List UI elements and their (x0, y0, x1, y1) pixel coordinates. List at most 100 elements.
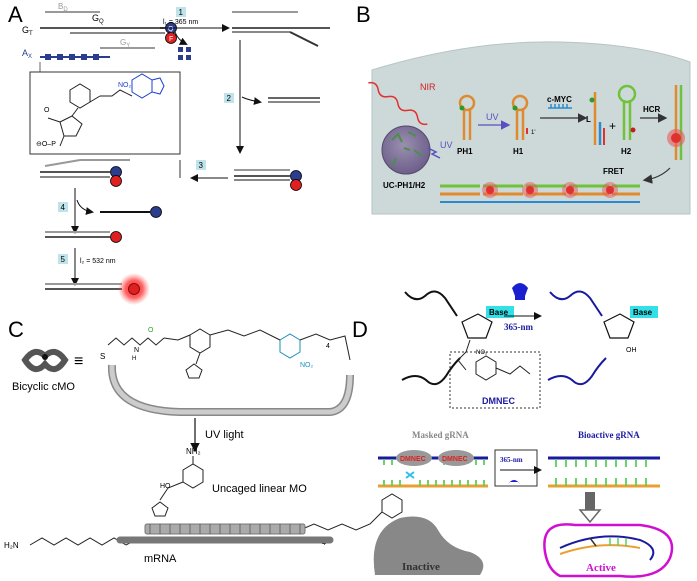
bicyclic-center-dot (42, 354, 48, 360)
panel-c: C Bicyclic cMO ≡ S N H O NO₂ 4 UV light (4, 317, 409, 565)
amine-label: NH₂ (186, 447, 201, 456)
active-cut-mark (589, 537, 597, 547)
masked-rna-strand-bottom (401, 357, 461, 386)
step-5-label: 5 (61, 255, 66, 264)
step-4-label: 4 (61, 203, 66, 212)
uncaged-label: Uncaged linear MO (212, 483, 307, 495)
bioactive-grna-label: Bioactive gRNA (578, 430, 640, 440)
fret-label: FRET (603, 167, 624, 176)
four-label-1: 4 (326, 343, 330, 350)
active-bound-bases (609, 538, 627, 546)
sulfur-label: S (100, 352, 105, 361)
return-arrow (642, 167, 671, 184)
uv-lamp-base (515, 296, 525, 300)
nucleoside-structure (47, 73, 165, 147)
step-3-label: 3 (199, 161, 204, 170)
d-nitro-label: NO₂ (476, 350, 488, 356)
left-duplex-overhang (44, 159, 81, 167)
bioactive-base-tag (630, 306, 658, 318)
masked-base-tag (486, 306, 514, 318)
l-mark-label: L (586, 115, 591, 124)
step-2-box (224, 93, 234, 103)
plus-label: + (609, 119, 616, 133)
morpholino-strand (144, 523, 306, 535)
panel-b: B NIR UV UC-PH1/H2 PH1 UV (356, 2, 691, 215)
caging-groups (45, 54, 99, 60)
fluorophore-icon-3 (110, 175, 122, 187)
linker-structure (107, 328, 351, 379)
h2-hairpin (617, 84, 637, 140)
panel-b-letter: B (356, 2, 371, 27)
active-bound-grna (559, 535, 655, 561)
hydrogen-label: H (132, 356, 136, 362)
fret-pairs (482, 182, 618, 198)
inactive-bases-bottom (383, 480, 485, 486)
masked-grna-label: Masked gRNA (412, 430, 469, 440)
bioactive-base-label: Base (633, 308, 653, 317)
bicyclic-cmo-icon (21, 348, 69, 373)
step-4-release-arrow (76, 199, 94, 215)
label-gt: GT (22, 25, 33, 37)
h2n-label: H₂N (4, 541, 19, 550)
active-label: Active (586, 562, 616, 574)
dmnec-cage-1-icon (396, 450, 432, 466)
active-bound-target (559, 544, 641, 555)
dmnec-tag-1-label: DMNEC (400, 456, 426, 463)
label-bd: BD (58, 2, 68, 13)
bicyclic-label: Bicyclic cMO (12, 381, 75, 393)
ph1-hairpin (458, 94, 476, 140)
step-4-box (58, 202, 68, 212)
panel-a-letter: A (8, 2, 23, 27)
toehold-strand (289, 31, 319, 47)
chemical-structure-box (29, 71, 181, 155)
bioactive-rna-strand-top (549, 290, 603, 317)
hcr-label: HCR (643, 105, 661, 114)
masked-ribose-ring (461, 313, 493, 339)
base-pair-ticks (149, 524, 301, 534)
panel-c-letter: C (8, 317, 24, 342)
cmyc-target-icon (548, 104, 572, 109)
uv-emission-icon (427, 147, 441, 159)
mrna-label: mRNA (144, 553, 177, 565)
oxygen-label: O (44, 107, 50, 114)
step-3-box (196, 160, 206, 170)
uv-light-label: UV light (205, 429, 244, 441)
nir-label: NIR (420, 82, 436, 92)
cyclic-backbone-inner (109, 364, 353, 415)
ucnp-particle-icon (381, 125, 431, 175)
opened-h1 (589, 92, 605, 145)
inactive-cas9-icon (373, 516, 484, 575)
dmnec-tag-2-label: DMNEC (442, 456, 468, 463)
carbonyl-o-label: O (148, 327, 154, 334)
step-5-box (58, 254, 68, 264)
blocked-pairing-icon (405, 471, 415, 479)
nir-wave (368, 81, 428, 126)
cyclic-backbone (107, 364, 354, 416)
cell-background (371, 41, 691, 215)
dmnec-label: DMNEC (482, 396, 515, 406)
label-gq: GQ (92, 13, 104, 25)
fluorophore-icon-4 (110, 231, 122, 243)
dmnec-box (449, 351, 541, 409)
released-cages (178, 47, 191, 60)
down-arrow-icon (578, 509, 602, 524)
panel-d: D Base NO₂ DMNEC Masked gRNA 365-nm Base… (352, 283, 674, 578)
bioactive-ribose-ring (603, 313, 635, 339)
h1-label: H1 (513, 147, 524, 156)
uv-step-label: 365-nm (500, 456, 523, 464)
fluorophore-label: F (169, 36, 173, 43)
uv-emission-label: UV (440, 140, 453, 150)
fluorophore-icon-5 (128, 283, 140, 295)
uv-arrow-label: UV (486, 112, 499, 122)
label-ax: AX (22, 48, 32, 60)
phosphate-label: ⊖O–P (36, 141, 56, 148)
masked-base-label: Base (489, 308, 509, 317)
cmyc-label: c-MYC (547, 95, 572, 104)
released-quencher-icon (150, 206, 162, 218)
d-wavelength-label: 365-nm (504, 322, 534, 332)
h2-label: H2 (621, 147, 632, 156)
step-2-release-arrow (241, 96, 262, 105)
step-2-label: 2 (227, 94, 232, 103)
c-nitro-label: NO₂ (300, 362, 314, 369)
